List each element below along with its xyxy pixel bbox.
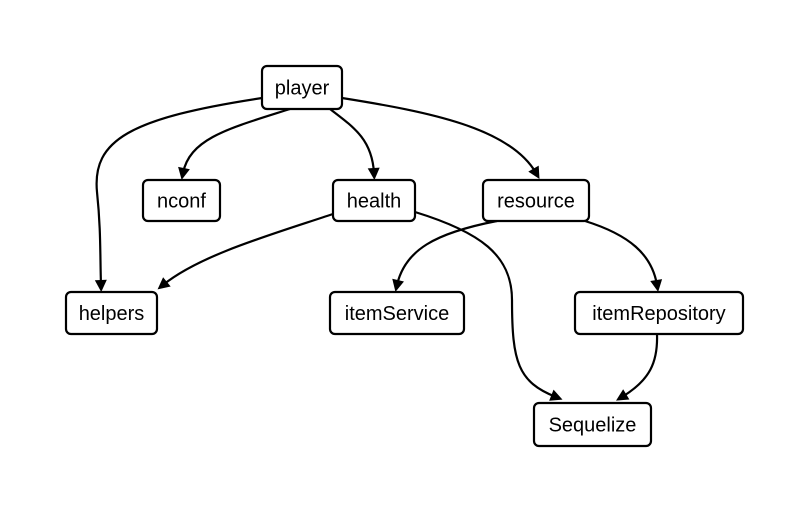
node-label: itemRepository bbox=[592, 303, 725, 325]
edge-line bbox=[395, 219, 498, 286]
edge-resource-to-itemRepository bbox=[584, 219, 663, 292]
edge-line bbox=[329, 108, 376, 174]
arrowhead-icon bbox=[392, 278, 404, 292]
node-player: player bbox=[260, 64, 344, 111]
node-label: player bbox=[275, 78, 330, 100]
node-box bbox=[532, 401, 653, 448]
arrowhead-icon bbox=[650, 279, 663, 292]
edge-health-to-Sequelize bbox=[414, 210, 563, 401]
node-label: helpers bbox=[79, 303, 145, 325]
node-box bbox=[328, 290, 466, 336]
node-helpers: helpers bbox=[64, 290, 159, 336]
edges bbox=[94, 96, 663, 401]
node-label: health bbox=[347, 191, 402, 213]
node-box bbox=[481, 178, 591, 223]
node-box bbox=[573, 290, 745, 336]
nodes: player nconf health resource helpers itemServ… bbox=[64, 64, 745, 448]
edge-line bbox=[584, 219, 659, 286]
node-label: resource bbox=[497, 191, 575, 213]
node-box bbox=[331, 178, 417, 223]
node-box bbox=[64, 290, 159, 336]
node-resource: resource bbox=[481, 178, 591, 223]
node-label: nconf bbox=[157, 191, 206, 213]
arrowhead-icon bbox=[528, 165, 540, 180]
arrowhead-icon bbox=[367, 167, 380, 180]
node-nconf: nconf bbox=[141, 178, 222, 223]
edge-player-to-resource bbox=[341, 96, 540, 180]
node-itemService: itemService bbox=[328, 290, 466, 336]
edge-itemRepository-to-Sequelize bbox=[616, 333, 659, 401]
node-health: health bbox=[331, 178, 417, 223]
edge-player-to-nconf bbox=[178, 107, 291, 180]
arrowhead-icon bbox=[157, 277, 171, 290]
arrowhead-icon bbox=[94, 279, 107, 292]
edge-line bbox=[95, 96, 263, 286]
arrowhead-icon bbox=[616, 389, 630, 401]
node-Sequelize: Sequelize bbox=[532, 401, 653, 448]
node-label: itemService bbox=[345, 303, 449, 325]
edge-line bbox=[341, 96, 537, 174]
node-label: Sequelize bbox=[549, 415, 637, 437]
edge-line bbox=[162, 212, 334, 286]
edge-player-to-helpers bbox=[94, 96, 263, 292]
edge-resource-to-itemService bbox=[392, 219, 498, 292]
node-box bbox=[141, 178, 222, 223]
edge-health-to-helpers bbox=[157, 212, 334, 290]
node-box bbox=[260, 64, 344, 111]
arrowhead-icon bbox=[549, 389, 563, 401]
edge-line bbox=[621, 333, 659, 398]
edge-line bbox=[181, 107, 291, 174]
arrowhead-icon bbox=[178, 166, 190, 180]
edge-player-to-health bbox=[329, 108, 380, 180]
edge-line bbox=[414, 210, 557, 399]
node-itemRepository: itemRepository bbox=[573, 290, 745, 336]
